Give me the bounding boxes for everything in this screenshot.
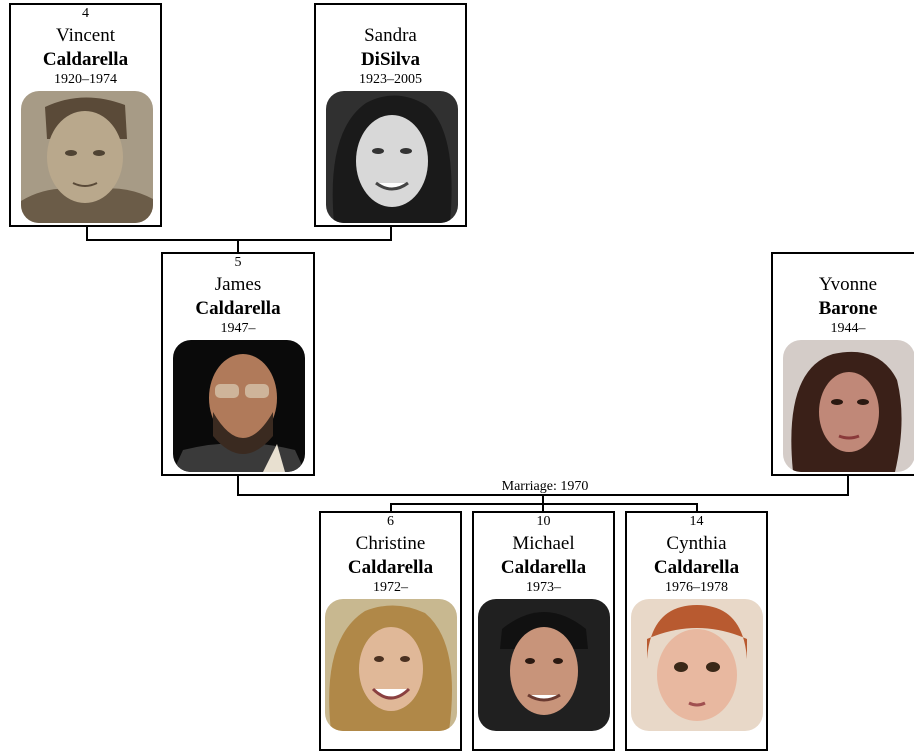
person-dates: 1947– bbox=[220, 321, 256, 336]
person-number: 5 bbox=[234, 255, 242, 270]
person-card-sandra[interactable]: Sandra DiSilva 1923–2005 bbox=[314, 3, 467, 227]
portrait-photo bbox=[21, 91, 153, 223]
connector-line bbox=[390, 503, 392, 512]
portrait-photo bbox=[326, 91, 458, 223]
connector-line bbox=[237, 475, 239, 495]
person-given-name: Cynthia bbox=[666, 533, 727, 554]
person-surname: DiSilva bbox=[360, 49, 421, 70]
connector-line bbox=[542, 503, 544, 512]
connector-line bbox=[696, 503, 698, 512]
person-dates: 1920–1974 bbox=[54, 72, 117, 87]
person-dates: 1944– bbox=[830, 321, 866, 336]
connector-line bbox=[847, 475, 849, 495]
person-card-yvonne[interactable]: Yvonne Barone 1944– bbox=[771, 252, 914, 476]
connector-line bbox=[86, 226, 88, 240]
person-card-christine[interactable]: 6 Christine Caldarella 1972– bbox=[319, 511, 462, 751]
person-number: 10 bbox=[536, 514, 551, 529]
person-surname: Caldarella bbox=[347, 557, 434, 578]
connector-line bbox=[86, 239, 392, 241]
portrait-photo bbox=[478, 599, 610, 731]
portrait-photo bbox=[631, 599, 763, 731]
connector-line bbox=[390, 503, 698, 505]
marriage-label: Marriage: 1970 bbox=[501, 479, 589, 494]
person-given-name: Michael bbox=[512, 533, 575, 554]
connector-line bbox=[390, 226, 392, 240]
person-number: 14 bbox=[689, 514, 704, 529]
person-card-vincent[interactable]: 4 Vincent Caldarella 1920–1974 bbox=[9, 3, 162, 227]
person-card-michael[interactable]: 10 Michael Caldarella 1973– bbox=[472, 511, 615, 751]
connector-line bbox=[542, 494, 544, 504]
person-given-name: James bbox=[214, 274, 262, 295]
person-card-james[interactable]: 5 James Caldarella 1947– bbox=[161, 252, 315, 476]
person-dates: 1972– bbox=[373, 580, 408, 595]
person-number: 4 bbox=[82, 6, 89, 21]
person-surname: Caldarella bbox=[195, 298, 281, 319]
person-surname: Barone bbox=[818, 298, 878, 319]
person-given-name: Yvonne bbox=[818, 274, 878, 295]
connector-line bbox=[237, 239, 239, 253]
portrait-photo bbox=[173, 340, 305, 472]
person-given-name: Sandra bbox=[364, 25, 417, 46]
person-surname: Caldarella bbox=[653, 557, 740, 578]
person-given-name: Christine bbox=[355, 533, 426, 554]
person-surname: Caldarella bbox=[500, 557, 587, 578]
person-dates: 1923–2005 bbox=[359, 72, 422, 87]
person-card-cynthia[interactable]: 14 Cynthia Caldarella 1976–1978 bbox=[625, 511, 768, 751]
person-surname: Caldarella bbox=[42, 49, 129, 70]
person-number: 6 bbox=[387, 514, 394, 529]
portrait-photo bbox=[783, 340, 914, 472]
person-dates: 1976–1978 bbox=[665, 580, 728, 595]
person-dates: 1973– bbox=[526, 580, 561, 595]
person-given-name: Vincent bbox=[55, 25, 115, 46]
portrait-photo bbox=[325, 599, 457, 731]
